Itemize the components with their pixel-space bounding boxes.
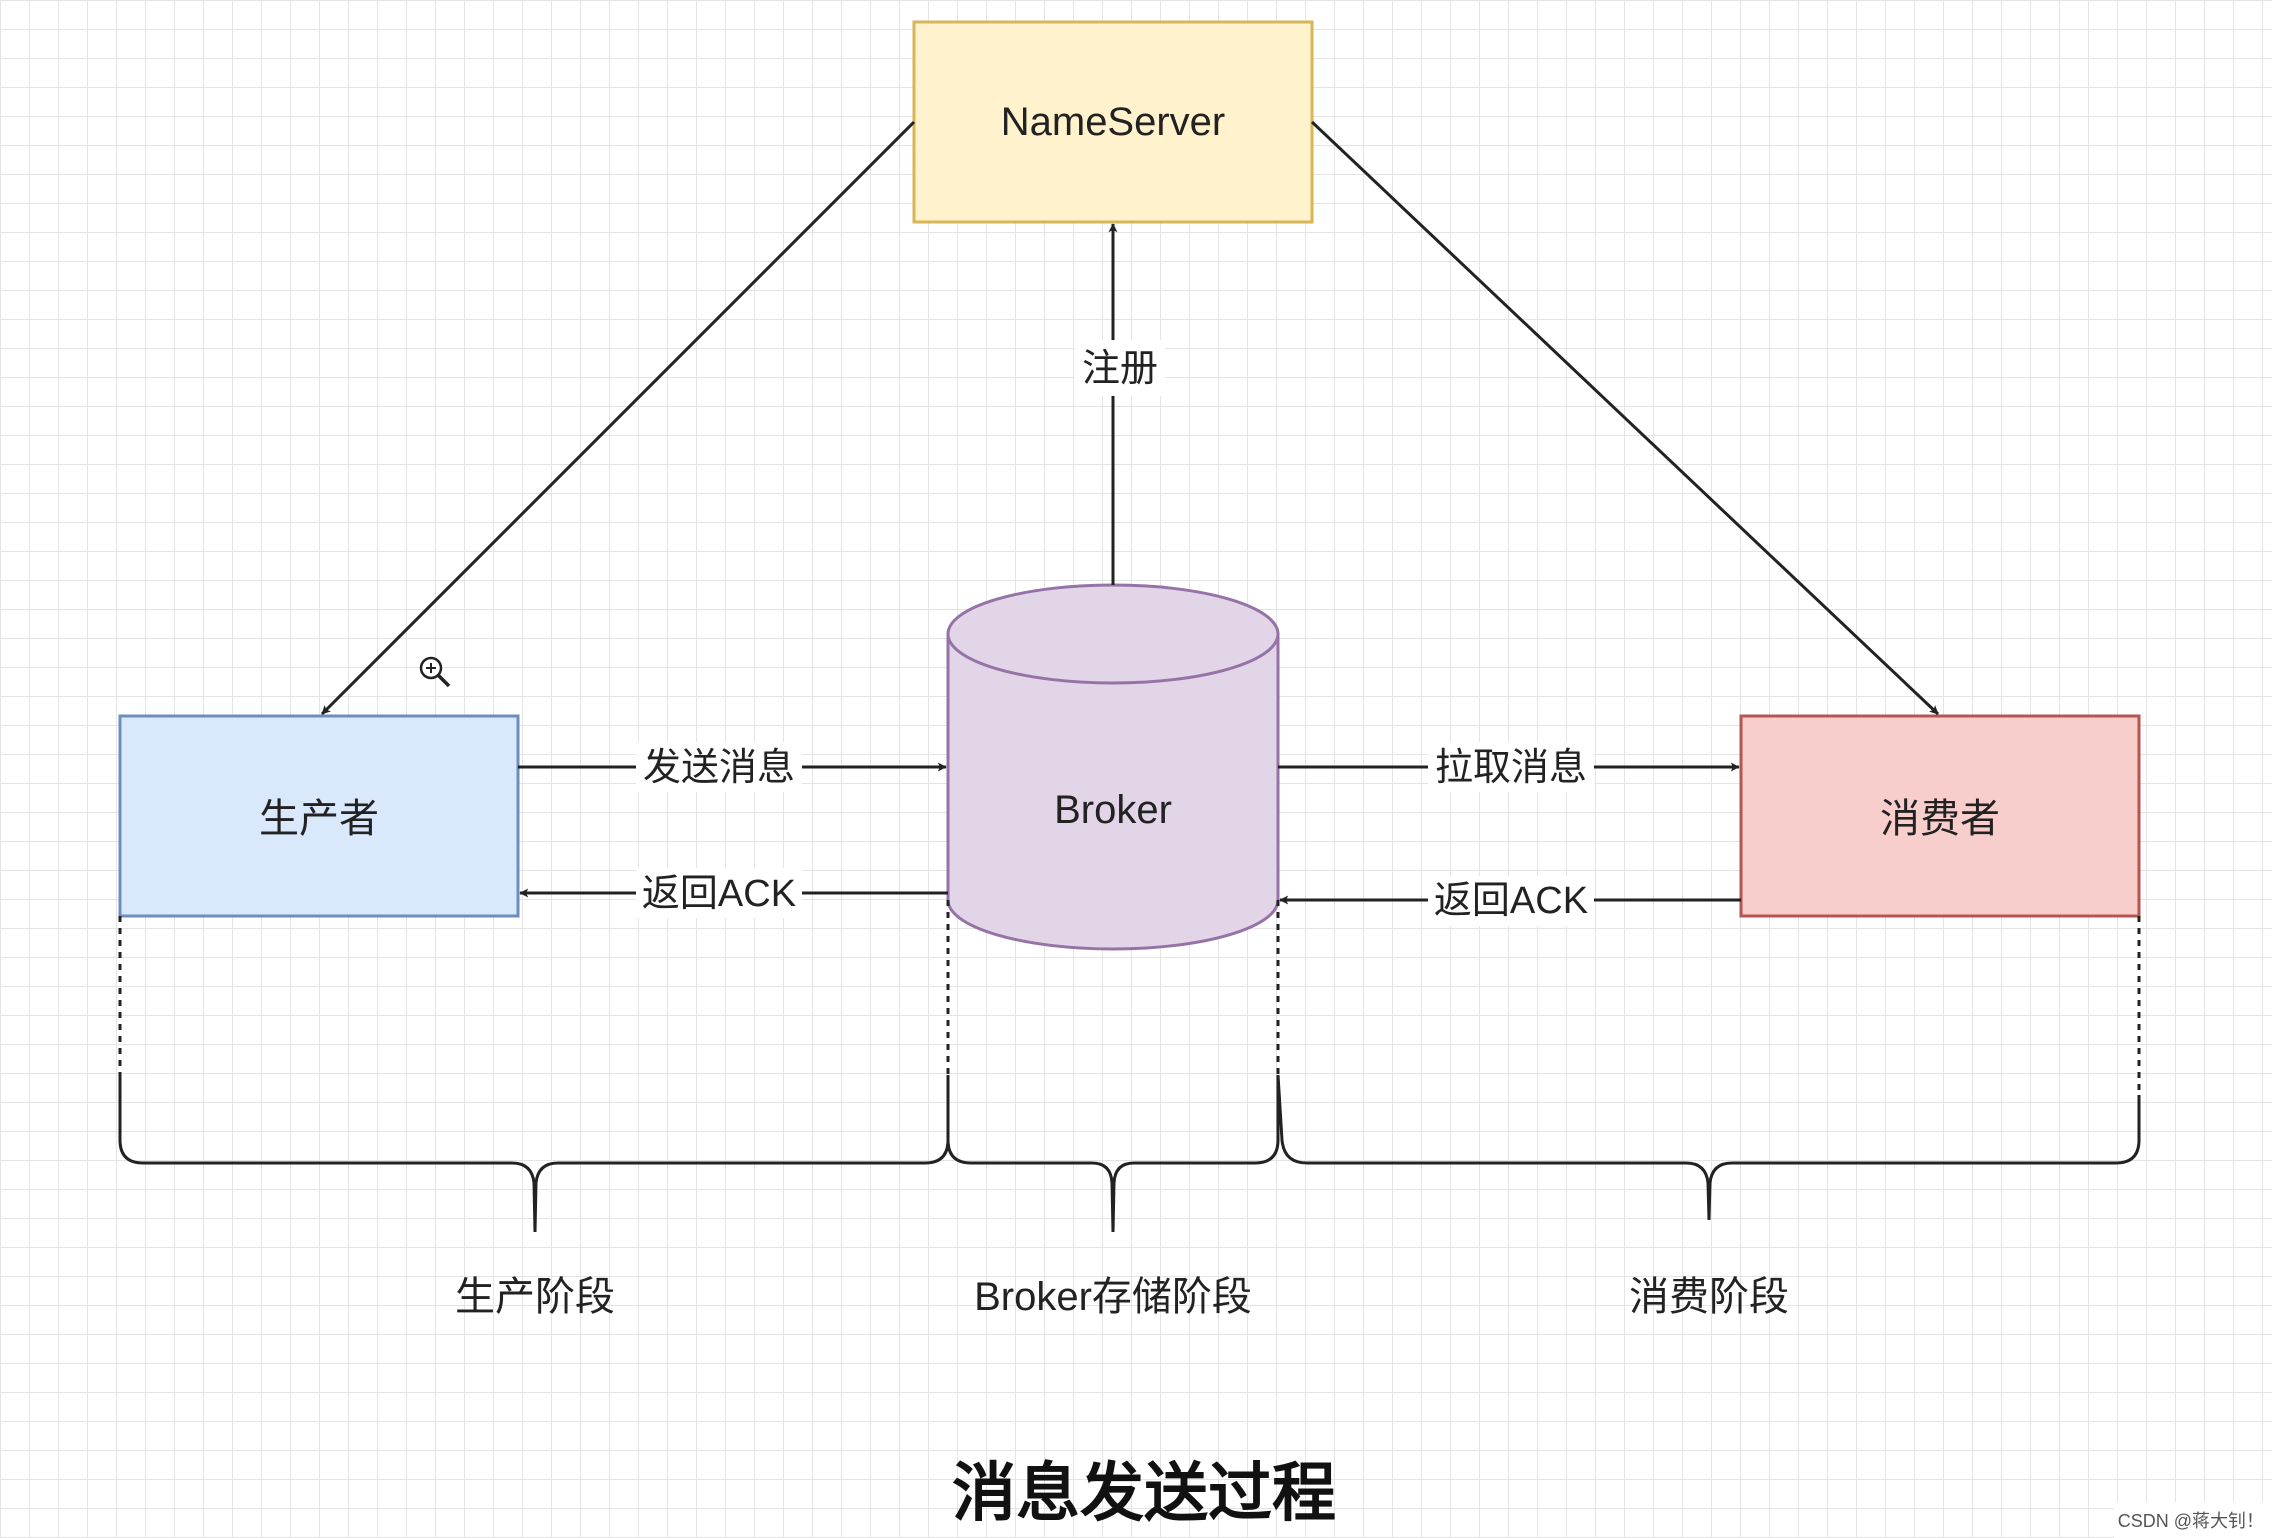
return-ack-consumer-label: 返回ACK [1434, 880, 1588, 922]
producer-node[interactable]: 生产者 [118, 714, 520, 918]
consumer-box [1739, 714, 2141, 918]
produce-phase-label: 生产阶段 [455, 1275, 615, 1319]
send-message-label-bg [636, 742, 802, 792]
send-message-label: 发送消息 [643, 747, 795, 789]
return-ack-producer-label: 返回ACK [642, 873, 796, 915]
consume-phase-label: 消费阶段 [1629, 1275, 1789, 1319]
watermark-text: CSDN @蒋大钊！ [2118, 1511, 2264, 1531]
produce-phase-brace [118, 1075, 950, 1233]
nameserver-box [912, 20, 1314, 224]
producer-box [118, 714, 520, 918]
broker-cylinder-body [946, 632, 1280, 951]
register-label: 注册 [1082, 348, 1158, 390]
nameserver-to-producer-arrow [320, 120, 916, 716]
pull-message-label: 拉取消息 [1435, 747, 1587, 789]
nameserver-node[interactable]: NameServer [912, 20, 1314, 224]
zoom-in-cursor-icon [419, 656, 451, 688]
broker-phase-brace [946, 1075, 1280, 1233]
pull-message-label-bg [1428, 742, 1594, 792]
register-label-bg [1075, 340, 1165, 396]
broker-node[interactable]: Broker [946, 583, 1280, 951]
watermark-bg [2114, 1502, 2272, 1538]
return-ack-producer-label-bg [636, 868, 802, 918]
broker-cylinder-top [946, 583, 1280, 685]
return-ack-consumer-label-bg [1428, 876, 1594, 926]
broker-phase-label: Broker存储阶段 [974, 1275, 1252, 1319]
consumer-label: 消费者 [1880, 797, 2000, 841]
diagram-title: 消息发送过程 [952, 1457, 1336, 1529]
consume-phase-brace [1276, 1074, 2141, 1221]
nameserver-to-consumer-arrow [1310, 120, 1940, 716]
nameserver-label: NameServer [1001, 100, 1226, 144]
producer-label: 生产者 [259, 797, 379, 841]
consumer-node[interactable]: 消费者 [1739, 714, 2141, 918]
broker-label: Broker [1054, 788, 1172, 832]
